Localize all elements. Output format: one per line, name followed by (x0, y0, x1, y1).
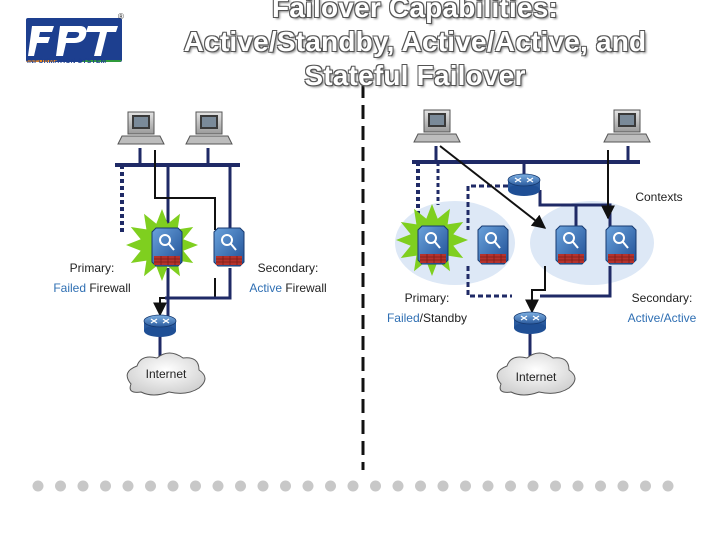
footer-dot (77, 480, 89, 492)
right-internet-cloud (496, 352, 576, 396)
left-secondary-to-router (165, 268, 232, 300)
right-context-2-firewall (477, 225, 509, 265)
right-secondary-title: Secondary: (631, 291, 693, 305)
footer-dot (662, 480, 674, 492)
footer-dot (145, 480, 156, 492)
left-secondary-firewall (213, 227, 245, 267)
right-primary-label: Primary: Failed/Standby (372, 288, 482, 328)
right-secondary-to-router (540, 266, 612, 298)
fpt-logo (26, 18, 122, 62)
footer-dot-row (32, 480, 674, 492)
footer-dot (527, 480, 539, 492)
footer-dot (122, 480, 134, 492)
logo-subtitle: INFORMATION SYSTEM (27, 58, 107, 65)
left-secondary-status: Active (249, 281, 282, 295)
left-primary-firewall (151, 227, 183, 267)
right-context-1-firewall (417, 225, 449, 265)
left-primary-status-line: Failed Firewall (44, 278, 140, 298)
footer-dot (595, 480, 606, 492)
right-traffic-down (525, 266, 546, 314)
footer-dot (55, 480, 66, 492)
footer-dot (325, 480, 336, 492)
right-primary-title: Primary: (404, 291, 450, 305)
right-switch-to-ctx2 (538, 190, 578, 232)
footer-dot (415, 480, 426, 492)
right-context-3-firewall (555, 225, 587, 265)
right-router (513, 311, 547, 334)
left-router (143, 314, 177, 337)
left-pc-2 (185, 111, 233, 145)
right-switch (507, 173, 541, 196)
left-traffic-path (154, 150, 216, 230)
right-primary-status-a: Failed (386, 311, 420, 325)
footer-dot (190, 480, 201, 492)
footer-dot (280, 480, 291, 492)
left-primary-status: Failed (53, 281, 86, 295)
footer-dot (167, 480, 179, 492)
footer-dot (550, 480, 561, 492)
left-secondary-title: Secondary: (257, 261, 319, 275)
footer-dot (392, 480, 404, 492)
left-primary-title: Primary: (69, 261, 115, 275)
right-internet-label: Internet (515, 370, 557, 384)
left-primary-label: Primary: Failed Firewall (44, 258, 140, 298)
right-primary-status-b: /Standby (419, 311, 468, 325)
footer-dot (640, 480, 651, 492)
contexts-label: Contexts (635, 190, 683, 204)
left-diagram (115, 148, 240, 362)
slide-title-line-2: Active/Standby, Active/Active, and (183, 26, 647, 57)
footer-dot (302, 480, 314, 492)
footer-dot (235, 480, 246, 492)
left-internet-cloud (126, 352, 206, 396)
registered-mark: ® (118, 12, 124, 21)
right-traffic-path-1 (439, 145, 547, 229)
left-primary-suffix: Firewall (86, 281, 131, 295)
right-primary-to-router (466, 266, 512, 298)
right-primary-status-line: Failed/Standby (372, 308, 482, 328)
left-secondary-suffix: Firewall (282, 281, 327, 295)
footer-dot (617, 480, 629, 492)
right-secondary-status: Active/Active (627, 311, 697, 325)
left-secondary-label: Secondary: Active Firewall (240, 258, 336, 298)
left-internet-label: Internet (145, 367, 187, 381)
footer-dot (370, 480, 381, 492)
footer-dot (437, 480, 449, 492)
left-pc-1 (117, 111, 165, 145)
footer-dot (212, 480, 224, 492)
footer-dot (460, 480, 471, 492)
footer-dot (572, 480, 584, 492)
slide-title-line-3: Stateful Failover (304, 60, 526, 91)
footer-dot (257, 480, 269, 492)
footer-dot (100, 480, 111, 492)
footer-dot (482, 480, 494, 492)
slide-title-line-1: Failover Capabilities: (271, 0, 559, 23)
right-switch-to-ctx1 (466, 184, 508, 230)
right-context-4-firewall (605, 225, 637, 265)
right-pc-1 (413, 109, 461, 143)
right-pc-2 (603, 109, 651, 143)
footer-dot (347, 480, 359, 492)
footer-dot (32, 480, 44, 492)
right-ctx4-up (560, 203, 612, 232)
right-secondary-label: Secondary: Active/Active (612, 288, 712, 328)
left-secondary-status-line: Active Firewall (240, 278, 336, 298)
footer-dot (505, 480, 516, 492)
